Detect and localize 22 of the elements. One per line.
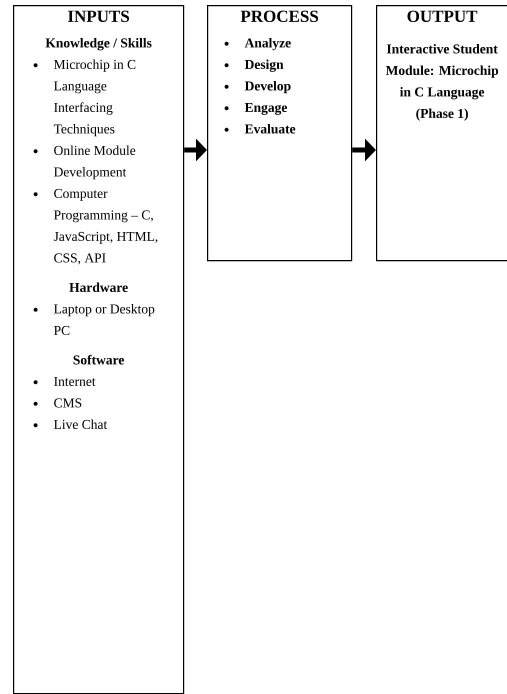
bullet-item: Computer Programming – C, JavaScript, HTML, CSS, API xyxy=(34,188,158,264)
section-heading: Hardware xyxy=(69,282,128,292)
bullet-item: Evaluate xyxy=(224,124,296,134)
bullet-item: CMS xyxy=(34,398,82,408)
column-heading: OUTPUT xyxy=(408,10,478,22)
bullet-item: Online Module Development xyxy=(34,146,136,180)
inputs-column-box xyxy=(13,5,184,694)
column-heading: PROCESS xyxy=(240,10,318,22)
bullet-item: Engage xyxy=(224,103,287,115)
section-heading: Knowledge / Skills xyxy=(46,38,152,50)
bullet-item: Microchip in C Language Interfacing Techniques xyxy=(34,60,136,136)
output-column-box xyxy=(376,5,507,262)
output-text: Interactive Student Module: Microchip in C Language (Phase 1) xyxy=(386,44,498,121)
bullet-item: Develop xyxy=(224,81,291,94)
bullet-item: Laptop or Desktop PC xyxy=(34,304,154,335)
process-column-box xyxy=(207,5,352,262)
column-heading: INPUTS xyxy=(68,10,130,22)
bullet-item: Analyze xyxy=(224,38,291,50)
section-heading: Software xyxy=(74,354,124,364)
bullet-item: Internet xyxy=(34,377,96,386)
bullet-item: Design xyxy=(224,60,284,72)
bullet-item: Live Chat xyxy=(34,420,108,429)
